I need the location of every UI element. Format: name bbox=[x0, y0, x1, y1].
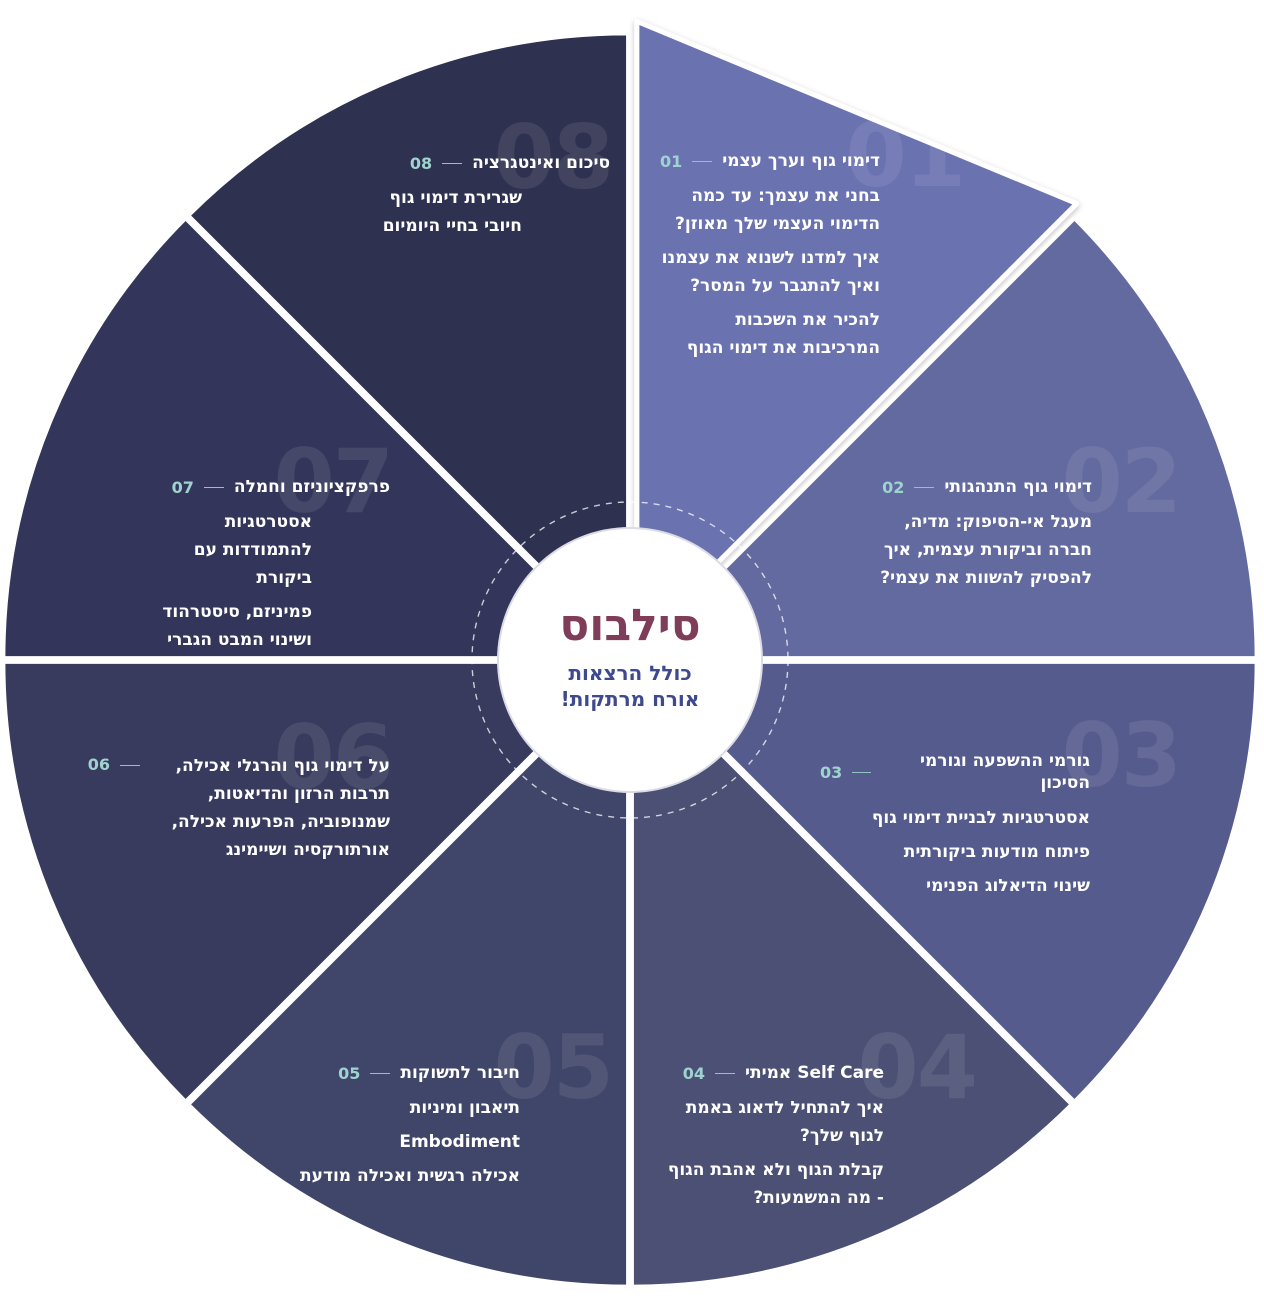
wedge-08 bbox=[186, 31, 631, 658]
segment-01-item-1: בחני את עצמך: עד כמה הדימוי העצמי שלך מא… bbox=[675, 186, 880, 235]
segment-02-dash bbox=[914, 486, 935, 488]
segment-03-title: גורמי ההשפעה וגורמי הסיכון bbox=[919, 751, 1090, 794]
segment-08-title: סיכום ואינטגרציה bbox=[472, 153, 610, 173]
segment-01: 01 דימוי גוף וערך עצמי 01 בחני את עצמך: … bbox=[660, 112, 966, 368]
segment-05-number: 05 bbox=[338, 1063, 361, 1083]
center-subtitle-line1: כולל הרצאות bbox=[568, 661, 692, 685]
dashed-ring bbox=[471, 501, 789, 819]
segment-08-dash bbox=[442, 162, 463, 164]
segment-07-title: פרפקציוניזם וחמלה bbox=[233, 477, 390, 497]
segment-03-dash bbox=[852, 771, 871, 773]
segment-03: 03 גורמי ההשפעה וגורמי הסיכון 03 אסטרטגי… bbox=[820, 712, 1182, 906]
segment-05-item-3: אכילה רגשית ואכילה מודעת bbox=[300, 1166, 520, 1187]
wedge-03 bbox=[632, 659, 1259, 1104]
segment-05-item-2: Embodiment bbox=[399, 1132, 520, 1153]
segment-02-big-number: 02 bbox=[1061, 430, 1182, 533]
segment-06-dash bbox=[120, 765, 140, 766]
segment-06: 06 על דימוי גוף והרגלי אכילה, תרבות הרזו… bbox=[60, 714, 394, 864]
segment-08-number: 08 bbox=[409, 153, 433, 173]
segment-04-big-number: 04 bbox=[857, 1016, 978, 1119]
center-title: סילבוס bbox=[559, 600, 701, 651]
wedge-02 bbox=[632, 216, 1259, 661]
center-circle bbox=[497, 527, 763, 793]
segment-04-item-2: קבלת הגוף ולא אהבת הגוף - מה המשמעות? bbox=[667, 1160, 884, 1209]
segment-01-item-2: איך למדנו לשנוא את עצמנו ואיך להתגבר על … bbox=[661, 248, 880, 297]
segment-05: 05 חיבור לתשוקות 05 תיאבון ומיניות Embod… bbox=[270, 1024, 614, 1196]
wedge-07 bbox=[1, 216, 628, 661]
center-subtitle-line2: אורח מרתקות! bbox=[560, 687, 700, 711]
segment-07-number: 07 bbox=[171, 477, 194, 497]
wedge-01 bbox=[634, 18, 1080, 646]
wedge-05 bbox=[186, 662, 631, 1289]
segment-08-item-1: שגרירת דימוי גוף חיובי בחיי היומיום bbox=[382, 188, 522, 237]
segment-06-big-number: 06 bbox=[273, 706, 394, 809]
segment-04: 04 Self Care אמיתי 04 איך להתחיל לדאוג ב… bbox=[664, 1024, 978, 1218]
segment-01-number: 01 bbox=[660, 151, 683, 171]
segment-03-item-2: פיתוח מודעות ביקורתית bbox=[903, 842, 1090, 863]
segment-08: 08 סיכום ואינטגרציה 08 שגרירת דימוי גוף … bbox=[360, 114, 614, 246]
center-subtitle: כולל הרצאות אורח מרתקות! bbox=[500, 660, 760, 712]
segment-03-item-3: שינוי הדיאלוג הפנימי bbox=[926, 876, 1090, 897]
segment-01-dash bbox=[692, 160, 713, 162]
segment-04-number: 04 bbox=[682, 1063, 705, 1083]
segment-05-dash bbox=[370, 1072, 391, 1074]
segment-03-big-number: 03 bbox=[1061, 704, 1182, 807]
segment-05-item-1: תיאבון ומיניות bbox=[409, 1098, 520, 1119]
segment-04-item-1: איך להתחיל לדאוג באמת לגוף שלך? bbox=[685, 1098, 884, 1147]
segment-07: 07 פרפקציוניזם וחמלה 07 אסטרטגיות להתמוד… bbox=[140, 438, 394, 660]
segment-06-number: 06 bbox=[87, 755, 110, 774]
segment-04-dash bbox=[714, 1072, 735, 1074]
segment-01-big-number: 01 bbox=[845, 104, 966, 207]
segment-07-big-number: 07 bbox=[273, 430, 394, 533]
segment-08-big-number: 08 bbox=[493, 106, 614, 209]
segment-07-item-2: פמיניזם, סיסטרהוד ושינוי המבט הגברי bbox=[162, 602, 312, 651]
segment-06-title: על דימוי גוף והרגלי אכילה, תרבות הרזון ו… bbox=[171, 756, 390, 860]
segment-01-title: דימוי גוף וערך עצמי bbox=[722, 151, 880, 171]
segment-05-title: חיבור לתשוקות bbox=[400, 1063, 520, 1083]
segment-02: 02 דימוי גוף התנהגותי 02 מעגל אי-הסיפוק:… bbox=[860, 438, 1182, 598]
segment-07-item-1: אסטרטגיות להתמודדות עם ביקורת bbox=[193, 512, 312, 589]
segment-02-item-1: מעגל אי-הסיפוק: מדיה, חברה וביקורת עצמית… bbox=[880, 512, 1092, 589]
wedge-04 bbox=[629, 662, 1074, 1289]
segment-02-number: 02 bbox=[882, 477, 905, 497]
segment-07-dash bbox=[203, 486, 224, 488]
segment-03-item-1: אסטרטגיות לבניית דימוי גוף bbox=[871, 808, 1090, 829]
segment-04-title: Self Care אמיתי bbox=[744, 1063, 884, 1083]
segment-01-item-3: להכיר את השכבות המרכיבות את דימוי הגוף bbox=[686, 310, 880, 359]
segment-05-big-number: 05 bbox=[493, 1016, 614, 1119]
segment-02-title: דימוי גוף התנהגותי bbox=[944, 477, 1092, 497]
wedge-06 bbox=[1, 659, 628, 1104]
segment-03-number: 03 bbox=[820, 762, 843, 782]
